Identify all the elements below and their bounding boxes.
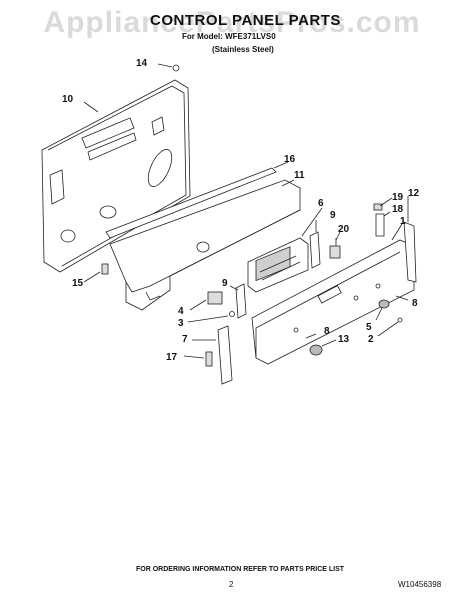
end-cap-12	[403, 221, 417, 283]
model-subtitle: For Model: WFE371LVS0	[182, 32, 276, 41]
back-panel-hole	[147, 149, 173, 187]
screw-3	[187, 311, 235, 323]
knob-5	[375, 299, 390, 321]
callout-13: 13	[338, 334, 350, 345]
part-8-bottom	[305, 333, 317, 339]
callout-1: 1	[400, 216, 406, 227]
callout-10: 10	[62, 94, 74, 105]
back-panel-vent	[81, 117, 135, 149]
back-panel-hole	[99, 205, 117, 219]
callout-11: 11	[294, 170, 305, 181]
part-18	[375, 213, 385, 237]
bracket-16	[105, 167, 277, 239]
bracket-7	[192, 325, 233, 385]
control-console-1	[251, 239, 415, 365]
callout-9-left: 9	[222, 278, 228, 289]
callout-15: 15	[72, 278, 84, 289]
callout-6: 6	[318, 198, 324, 209]
clip-17	[183, 351, 213, 367]
electronic-control-6	[247, 237, 309, 293]
screw-14	[157, 63, 180, 72]
callout-4: 4	[178, 306, 184, 317]
page-number: 2	[229, 580, 234, 589]
page-title: CONTROL PANEL PARTS	[150, 12, 341, 29]
callout-16: 16	[284, 154, 296, 165]
variant-subtitle: (Stainless Steel)	[212, 45, 274, 54]
callout-5: 5	[366, 322, 372, 333]
callout-3: 3	[178, 318, 184, 329]
callout-7: 7	[182, 334, 188, 345]
back-panel-vent	[87, 132, 137, 161]
bracket-9-right	[309, 220, 321, 269]
knob-13	[309, 339, 337, 356]
clip-15	[83, 263, 109, 283]
part-19	[373, 203, 383, 211]
screw-2	[377, 317, 403, 337]
switch-20	[329, 238, 341, 259]
callout-19: 19	[392, 192, 404, 203]
part-8-right	[395, 295, 409, 301]
switch-4	[189, 291, 223, 311]
ordering-footer: FOR ORDERING INFORMATION REFER TO PARTS …	[136, 566, 345, 573]
callout-2: 2	[368, 334, 374, 345]
callout-12: 12	[408, 188, 420, 199]
callout-8-right: 8	[412, 298, 418, 309]
callout-20: 20	[338, 224, 350, 235]
bracket-9-left	[235, 283, 247, 319]
callout-8-bottom: 8	[324, 326, 330, 337]
back-panel-hole	[60, 229, 76, 243]
document-number: W10456398	[398, 580, 442, 589]
callout-18: 18	[392, 204, 404, 215]
callout-14: 14	[136, 58, 148, 69]
callout-9-right: 9	[330, 210, 336, 221]
callout-17: 17	[166, 352, 178, 363]
